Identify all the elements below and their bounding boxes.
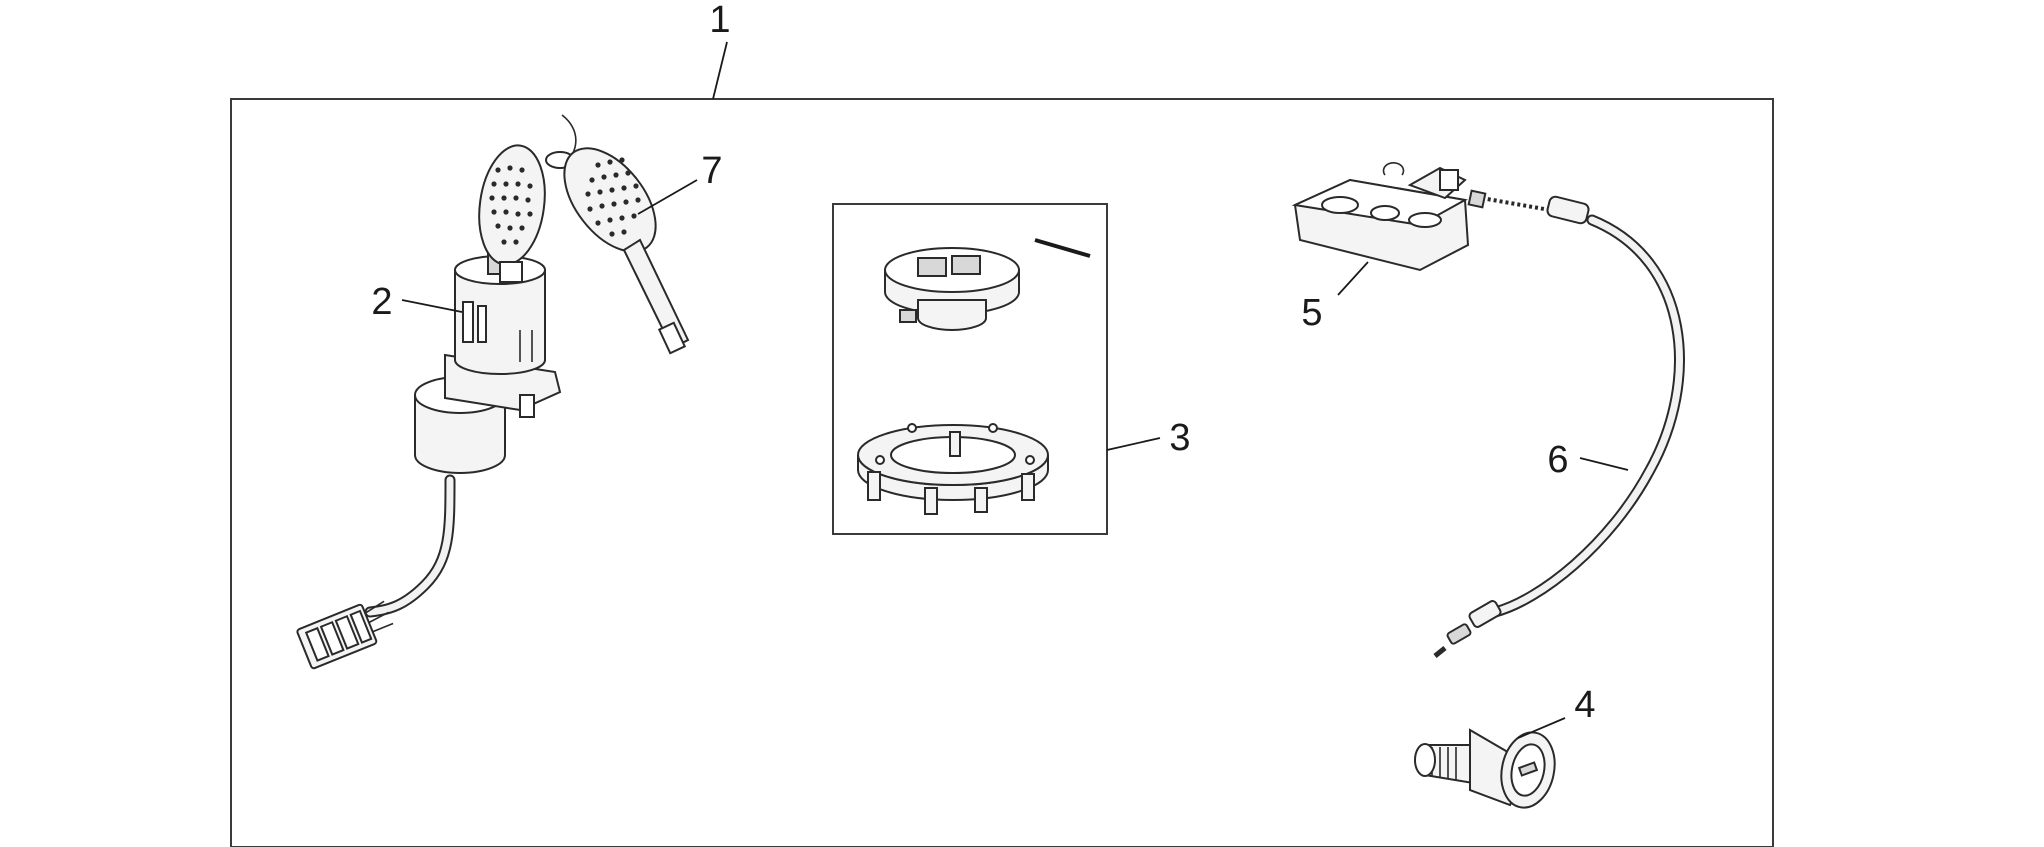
callout-label-7: 7 bbox=[701, 150, 722, 192]
release-cable-part bbox=[1433, 189, 1685, 658]
lock-barrel-part bbox=[1414, 728, 1556, 809]
callout-1: 1 bbox=[709, 0, 731, 100]
key-head-right bbox=[563, 147, 657, 253]
mounting-plate-part bbox=[1291, 162, 1470, 272]
callout-6: 6 bbox=[1547, 439, 1629, 481]
callout-label-5: 5 bbox=[1301, 292, 1322, 334]
callout-7: 7 bbox=[637, 150, 723, 215]
key-head-left bbox=[478, 144, 546, 266]
callout-2: 2 bbox=[371, 281, 463, 323]
fuel-cap-inset-frame bbox=[832, 203, 1108, 535]
callout-label-2: 2 bbox=[371, 281, 392, 323]
callout-label-1: 1 bbox=[709, 0, 730, 41]
ignition-switch-part bbox=[296, 249, 562, 670]
kit-frame bbox=[230, 98, 1774, 847]
fuel-cap-part bbox=[832, 203, 1108, 535]
keys-part bbox=[478, 114, 690, 355]
callout-4: 4 bbox=[1517, 684, 1596, 739]
callout-5: 5 bbox=[1301, 261, 1369, 334]
callout-label-3: 3 bbox=[1169, 417, 1190, 459]
wire-connector bbox=[296, 600, 394, 670]
callout-label-4: 4 bbox=[1574, 684, 1595, 726]
callout-label-6: 6 bbox=[1547, 439, 1568, 481]
callout-3: 3 bbox=[1106, 417, 1191, 459]
